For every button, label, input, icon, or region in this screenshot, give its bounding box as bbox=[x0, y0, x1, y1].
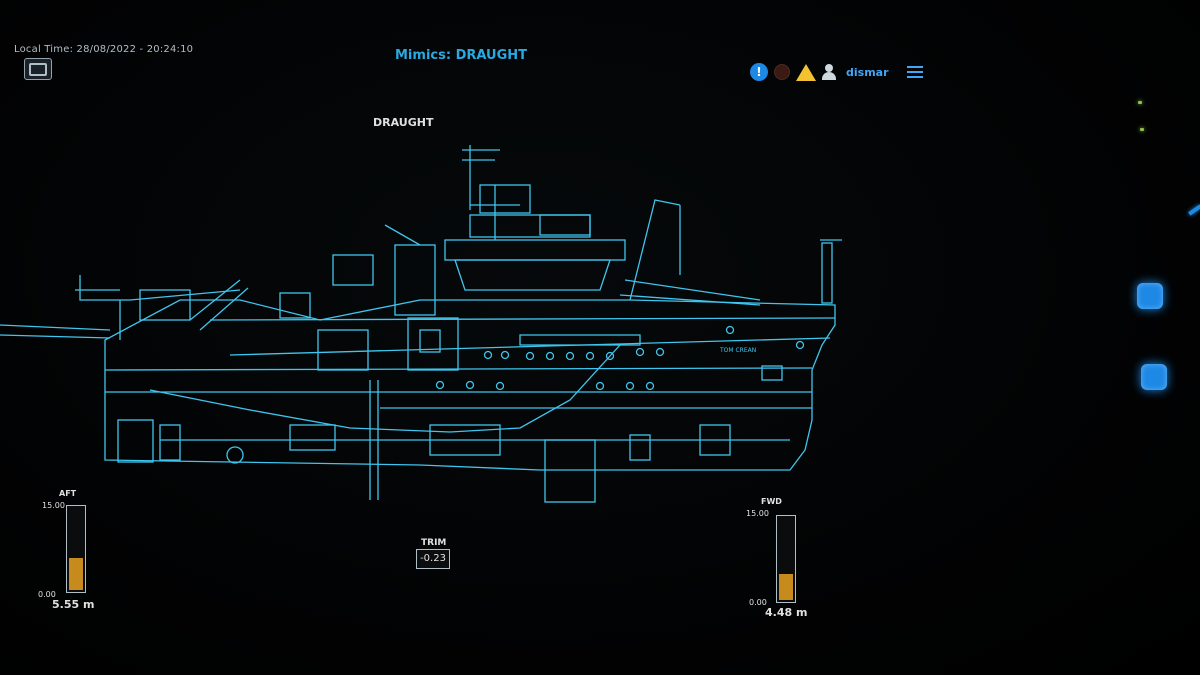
brand-logo: dismar bbox=[846, 65, 889, 79]
ship-portholes bbox=[435, 325, 805, 391]
aft-gauge-label: AFT bbox=[59, 489, 77, 498]
fwd-draught-gauge bbox=[776, 515, 796, 603]
header-toolbar: ! dismar bbox=[750, 62, 923, 82]
menu-icon[interactable] bbox=[906, 66, 923, 78]
ship-hull bbox=[104, 299, 836, 471]
ship-superstructure bbox=[317, 145, 761, 371]
trim-label: TRIM bbox=[421, 538, 447, 548]
home-icon bbox=[29, 62, 47, 76]
home-button[interactable] bbox=[24, 58, 52, 80]
aft-gauge-fill bbox=[69, 558, 83, 590]
alarm-icon[interactable] bbox=[774, 64, 790, 80]
ship-stern-gear bbox=[0, 275, 311, 464]
aft-draught-gauge bbox=[66, 505, 86, 593]
aft-gauge-max: 15.00 bbox=[42, 501, 65, 510]
status-led bbox=[1138, 101, 1142, 104]
fwd-draught-value: 4.48 m bbox=[765, 606, 808, 619]
trim-value: -0.23 bbox=[416, 549, 450, 569]
fwd-gauge-min: 0.00 bbox=[749, 598, 767, 607]
fwd-gauge-fill bbox=[779, 574, 793, 600]
status-led bbox=[1140, 128, 1144, 131]
fwd-gauge-max: 15.00 bbox=[746, 509, 769, 518]
local-time: Local Time: 28/08/2022 - 20:24:10 bbox=[14, 44, 194, 55]
user-icon[interactable] bbox=[822, 64, 836, 80]
edge-indicator bbox=[1188, 204, 1200, 216]
info-icon[interactable]: ! bbox=[750, 63, 768, 81]
page-title: Mimics: DRAUGHT bbox=[395, 48, 527, 63]
ship-name: TOM CREAN bbox=[719, 347, 756, 354]
fwd-gauge-label: FWD bbox=[761, 497, 782, 506]
bezel-button-upper[interactable] bbox=[1137, 283, 1163, 309]
section-title: DRAUGHT bbox=[373, 116, 434, 129]
aft-gauge-min: 0.00 bbox=[38, 590, 56, 599]
bezel-button-lower[interactable] bbox=[1141, 364, 1167, 390]
warning-icon[interactable] bbox=[796, 63, 816, 81]
ship-bow-mast bbox=[761, 239, 842, 381]
aft-draught-value: 5.55 m bbox=[52, 598, 95, 611]
ship-diagram: TOM CREAN bbox=[0, 145, 842, 503]
ship-engine-room bbox=[289, 334, 731, 503]
